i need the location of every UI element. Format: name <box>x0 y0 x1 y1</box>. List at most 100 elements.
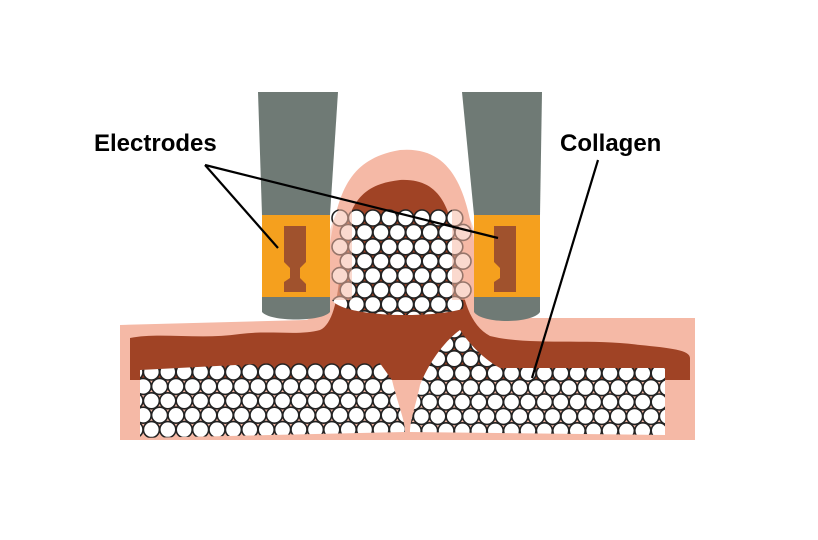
collagen-fiber <box>453 364 472 383</box>
collagen-fiber <box>167 406 185 425</box>
collagen-fiber <box>142 391 161 410</box>
collagen-fiber <box>461 407 480 426</box>
collagen-fiber <box>609 407 628 426</box>
collagen-fiber <box>519 393 537 411</box>
collagen-fiber <box>224 363 243 381</box>
collagen-fiber <box>159 391 177 410</box>
collagen-fiber <box>363 377 382 396</box>
electrode-right-icon <box>462 92 542 321</box>
collagen-fiber <box>404 223 423 242</box>
collagen-fiber <box>257 391 276 410</box>
collagen-fiber <box>257 363 276 381</box>
collagen-fiber <box>249 406 267 425</box>
collagen-fiber <box>388 223 407 242</box>
collagen-fiber <box>428 407 447 426</box>
collagen-fiber <box>273 363 292 381</box>
collagen-fiber <box>281 406 300 425</box>
collagen-fiber <box>322 363 341 381</box>
collagen-fiber <box>642 407 660 426</box>
collagen-fiber <box>429 266 448 285</box>
collagen-fiber <box>510 378 529 397</box>
collagen-fiber <box>478 407 496 426</box>
collagen-fiber <box>191 420 210 438</box>
collagen-fiber <box>298 406 317 425</box>
collagen-fiber <box>576 407 595 426</box>
collagen-fiber <box>241 420 259 438</box>
collagen-left <box>140 363 405 438</box>
collagen-fiber <box>339 391 358 410</box>
leader-electrodes-left <box>204 164 279 249</box>
collagen-fiber <box>216 377 234 396</box>
collagen-fiber <box>642 378 660 397</box>
collagen-fiber <box>633 393 652 411</box>
collagen-fiber <box>568 393 587 411</box>
leader-electrodes-right <box>204 163 499 240</box>
collagen-fiber <box>601 393 619 411</box>
collagen-fiber <box>314 406 333 425</box>
collagen-fiber <box>592 407 611 426</box>
collagen-fiber <box>265 377 284 396</box>
collagen-fiber <box>413 266 431 285</box>
collagen-fiber <box>560 378 578 397</box>
collagen-fiber <box>208 391 226 410</box>
collagen-fiber <box>363 209 382 227</box>
collagen-fiber <box>592 378 611 397</box>
collagen-fiber <box>650 393 665 411</box>
tissue-overlap <box>330 200 352 300</box>
collagen-fiber <box>396 238 415 256</box>
collagen-fiber <box>347 377 366 396</box>
collagen-fiber <box>625 378 644 397</box>
collagen-fiber <box>290 391 308 410</box>
collagen-fiber <box>437 393 455 411</box>
collagen-fiber <box>363 406 382 425</box>
collagen-fiber <box>502 393 521 411</box>
collagen-mound <box>331 209 472 315</box>
collagen-fiber <box>265 406 284 425</box>
collagen-fiber <box>249 377 267 396</box>
collagen-fiber <box>224 391 243 410</box>
collagen-fiber <box>183 406 202 425</box>
collagen-fiber <box>159 420 177 438</box>
collagen-fiber <box>551 393 570 411</box>
collagen-fiber <box>208 420 226 438</box>
collagen-fiber <box>494 378 513 397</box>
collagen-fiber <box>658 407 665 426</box>
collagen-fiber <box>331 406 349 425</box>
collagen-fiber <box>306 363 325 381</box>
collagen-fiber <box>232 377 251 396</box>
collagen-fiber <box>363 266 382 285</box>
collagen-fiber <box>535 393 554 411</box>
collagen-fiber <box>527 407 546 426</box>
collagen-fiber <box>380 295 399 314</box>
collagen-fiber <box>372 252 390 271</box>
collagen-fiber <box>413 238 431 256</box>
collagen-fiber <box>469 364 488 383</box>
collagen-fiber <box>658 378 665 397</box>
label-collagen: Collagen <box>560 130 661 157</box>
collagen-fiber <box>380 266 399 285</box>
collagen-fiber <box>273 391 292 410</box>
collagen-fiber <box>421 281 440 299</box>
collagen-fiber <box>494 407 513 426</box>
collagen-fiber <box>232 406 251 425</box>
collagen-fiber <box>445 378 464 397</box>
collagen-fiber <box>576 378 595 397</box>
tissue-overlap-right <box>452 200 474 300</box>
collagen-fiber <box>331 377 349 396</box>
collagen-fiber <box>412 407 431 426</box>
collagen-fiber <box>380 406 399 425</box>
collagen-fiber <box>167 377 185 396</box>
collagen-fiber <box>650 421 665 435</box>
label-electrodes: Electrodes <box>94 130 217 157</box>
collagen-fiber <box>355 363 374 381</box>
collagen-fiber <box>142 420 161 438</box>
collagen-fiber <box>150 377 169 396</box>
collagen-fiber <box>445 407 464 426</box>
collagen-fiber <box>191 391 210 410</box>
collagen-fiber <box>437 364 455 383</box>
collagen-fiber <box>150 406 169 425</box>
collagen-fiber <box>175 391 193 410</box>
collagen-fiber <box>609 378 628 397</box>
collagen-fiber <box>421 223 440 242</box>
